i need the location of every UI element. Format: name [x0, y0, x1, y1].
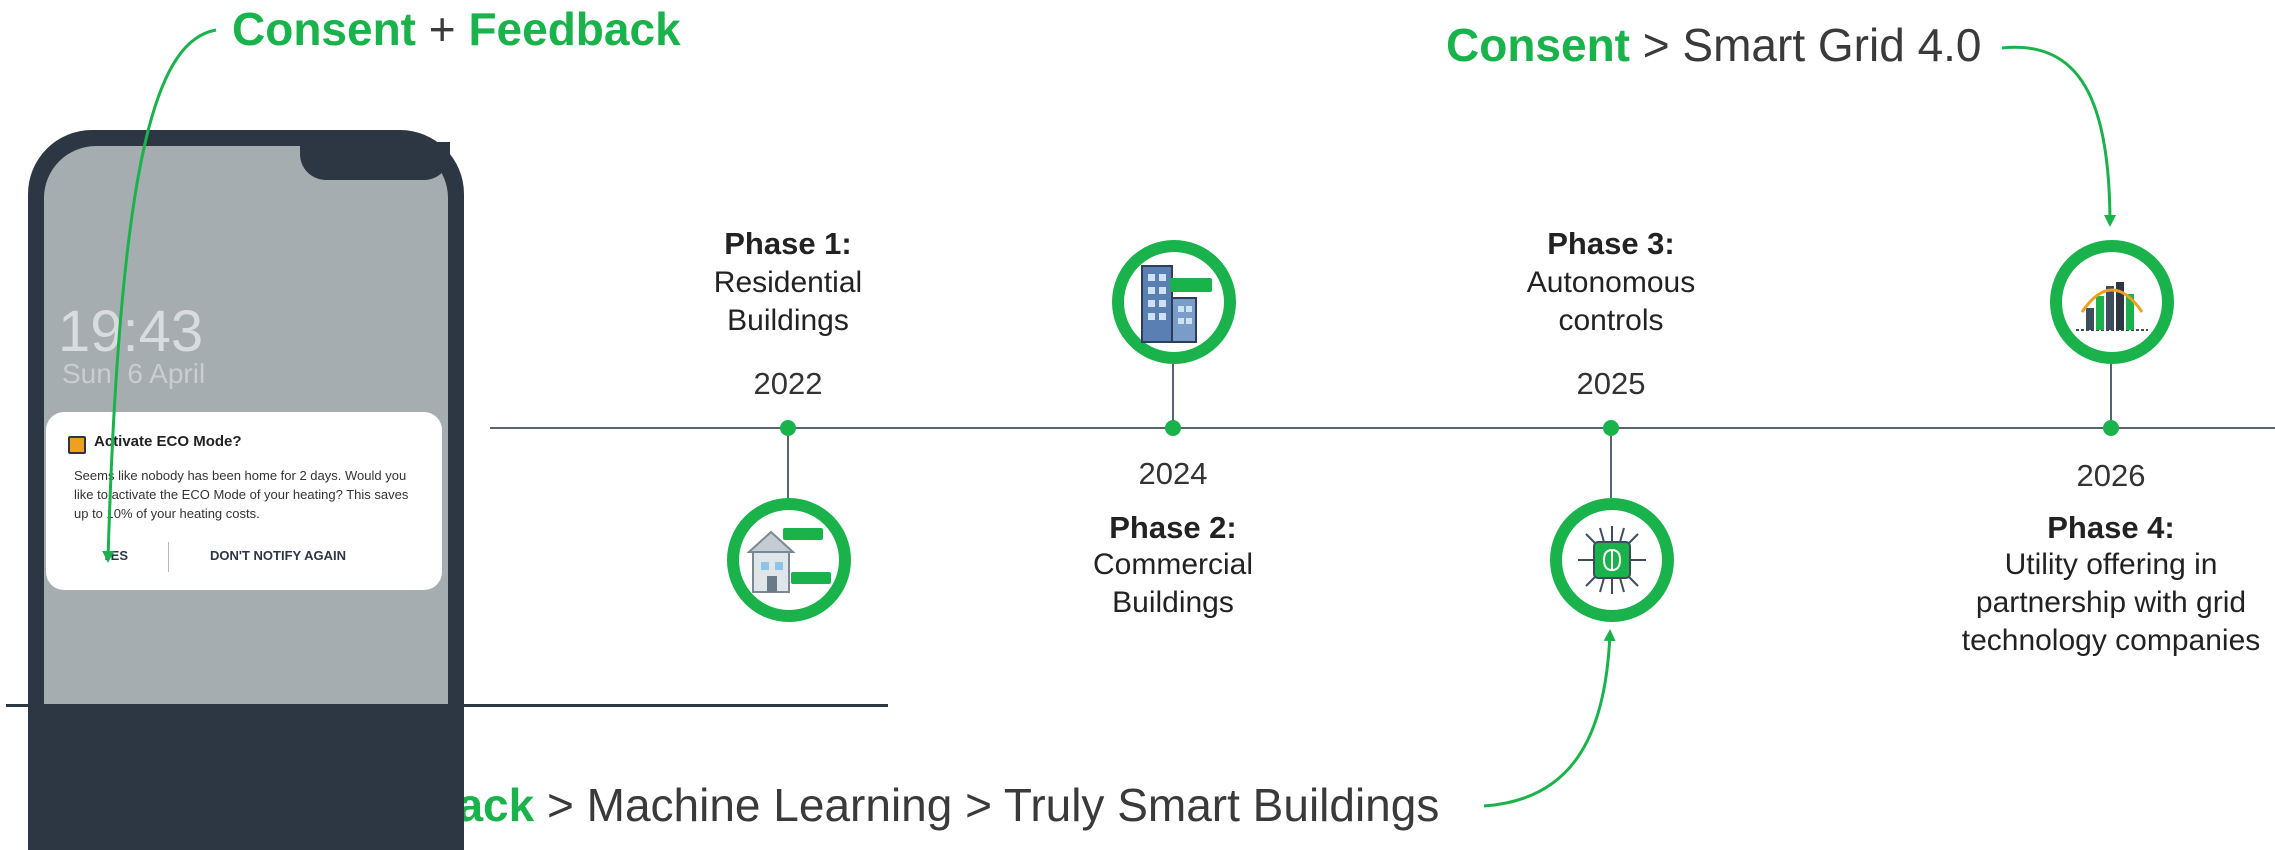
timeline-axis	[490, 427, 2275, 429]
phase-3-title: Phase 3:	[1547, 226, 1675, 261]
headline-rest: > Machine Learning > Truly Smart Buildin…	[534, 779, 1440, 831]
arrow-smart-grid-to-phase4	[2001, 45, 2116, 227]
phase-1-year: 2022	[753, 366, 823, 401]
headline-consent-feedback: Consent + Feedback	[232, 2, 681, 56]
timeline-stem-4	[2110, 364, 2112, 426]
app-icon	[68, 436, 86, 454]
headline-word-consent: Consent	[232, 3, 416, 55]
phase-2-year: 2024	[1138, 456, 1208, 491]
timeline-stem-3	[1610, 436, 1612, 498]
timeline-dot-4	[2103, 420, 2119, 436]
timeline-dot-3	[1603, 420, 1619, 436]
grid-bar-chart-icon	[2050, 240, 2174, 364]
timeline-stem-2	[1172, 364, 1174, 426]
timeline-dot-1	[780, 420, 796, 436]
dont-notify-again-button[interactable]: DON'T NOTIFY AGAIN	[210, 548, 346, 563]
phase-1-desc: Residential Buildings	[713, 266, 863, 337]
phase-1-title: Phase 1:	[724, 226, 852, 261]
headline-word-feedback: Feedback	[468, 3, 681, 55]
headline-smart-grid: Consent > Smart Grid 4.0	[1446, 18, 1982, 72]
phase-2-desc: Commercial Buildings	[1092, 548, 1254, 619]
phase-3-desc: Autonomous controls	[1526, 266, 1696, 337]
button-divider	[168, 542, 169, 572]
phase-4-desc: Utility offering in partnership with gri…	[1961, 548, 2261, 657]
headline-joiner: +	[416, 3, 469, 55]
headline-rest: > Smart Grid 4.0	[1630, 19, 1982, 71]
connector-arrows	[102, 28, 2116, 808]
lockscreen-time: 19:43	[58, 299, 204, 364]
arrow-feedback-to-phase3	[1483, 629, 1616, 808]
notification-body: Seems like nobody has been home for 2 da…	[74, 468, 409, 521]
phase-2-title: Phase 2:	[1109, 510, 1237, 545]
phase-4-title: Phase 4:	[2047, 510, 2175, 545]
phone-notch	[300, 142, 450, 180]
timeline-dot-2	[1165, 420, 1181, 436]
lockscreen-date: Sun, 6 April	[62, 358, 206, 389]
timeline-stem-1	[787, 436, 789, 498]
arrow-consent-to-notification	[102, 28, 217, 563]
phase-3-year: 2025	[1576, 366, 1646, 401]
phone-base-line	[6, 704, 888, 707]
notification-title: Activate ECO Mode?	[94, 433, 242, 450]
phase-4-year: 2026	[2076, 458, 2146, 493]
headline-word-consent: Consent	[1446, 19, 1630, 71]
